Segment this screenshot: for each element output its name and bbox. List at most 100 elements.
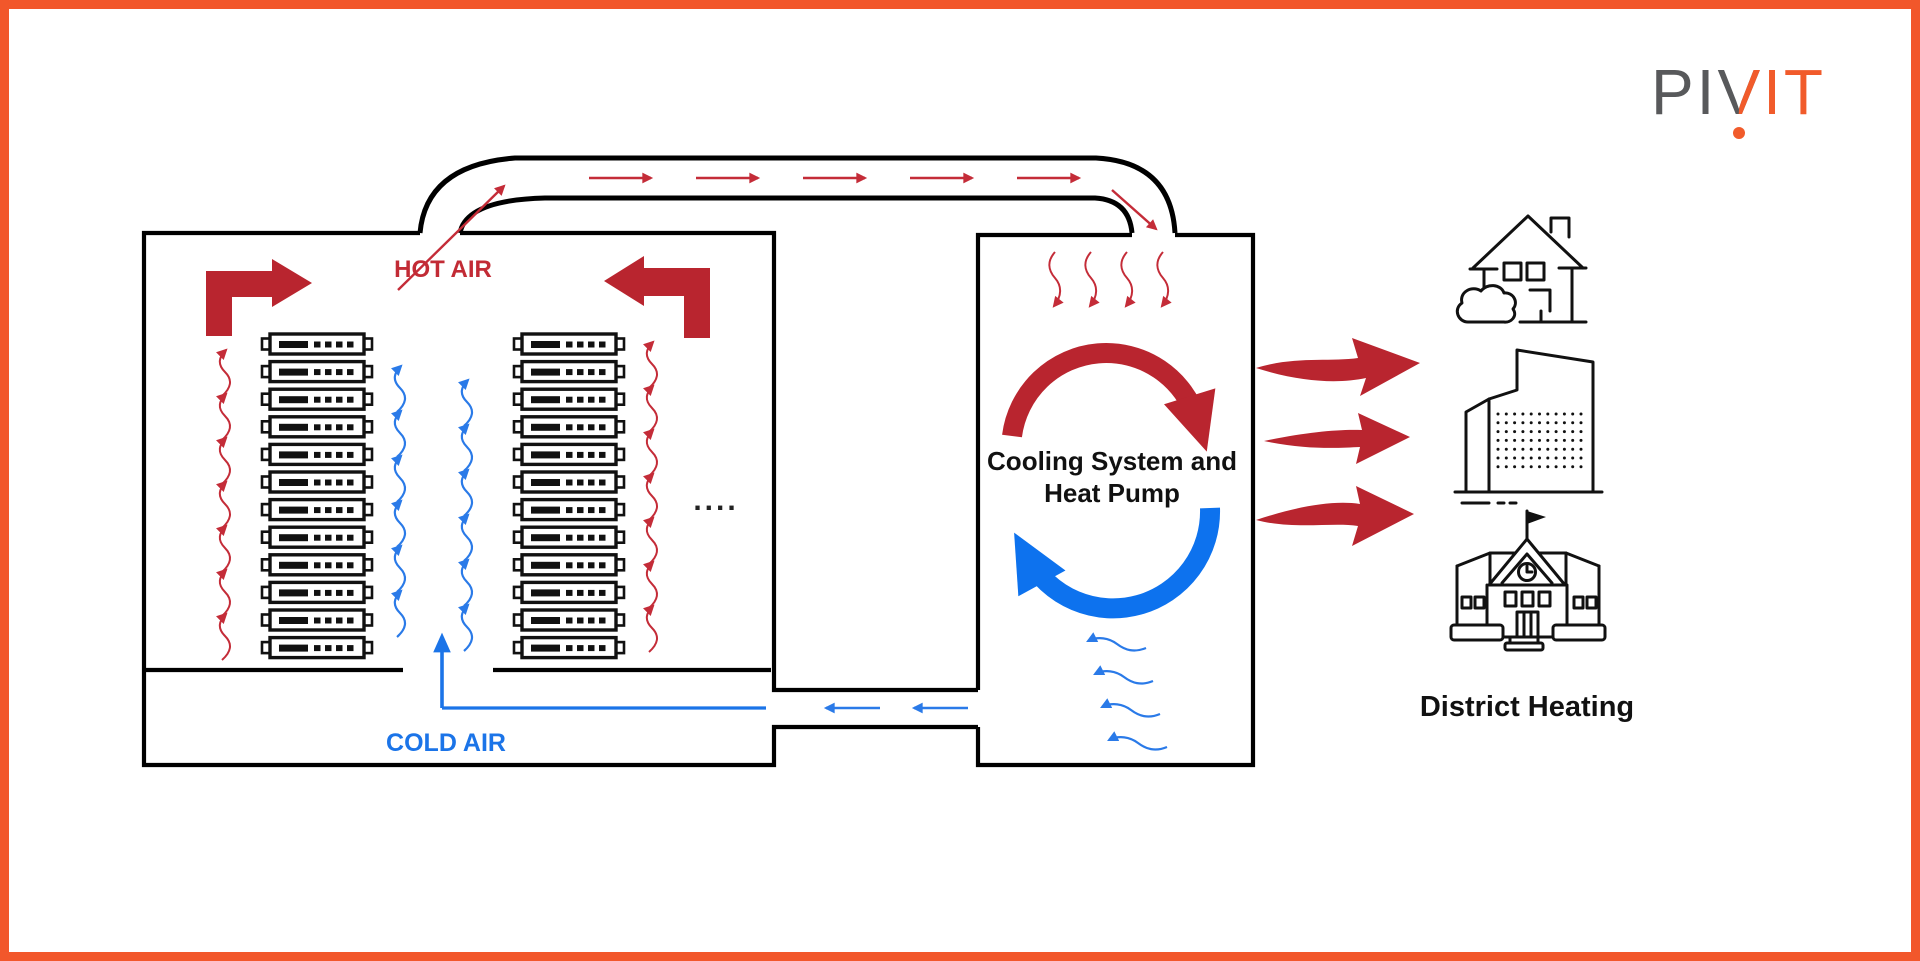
window-dot xyxy=(1496,412,1500,416)
window-dot xyxy=(1571,465,1575,469)
window-dot xyxy=(1521,430,1525,434)
window-dot xyxy=(1579,438,1583,442)
pipe-inner-wall xyxy=(457,195,1135,234)
hot-air-wisp xyxy=(220,482,230,528)
window-dot xyxy=(1571,456,1575,460)
window-dot xyxy=(1562,438,1566,442)
window-dot xyxy=(1562,465,1566,469)
cold-air-wisp xyxy=(395,501,405,547)
supply-arrow-bottom-icon xyxy=(1256,486,1414,546)
hot-air-label: HOT AIR xyxy=(394,256,492,283)
window-dot xyxy=(1513,430,1517,434)
hot-air-wisp xyxy=(647,518,657,564)
window-dot xyxy=(1513,412,1517,416)
office-buildings-icon xyxy=(1453,348,1604,505)
cold-air-wisp xyxy=(462,425,472,471)
server-room xyxy=(141,230,978,768)
window-dot xyxy=(1538,438,1541,442)
window-dot xyxy=(1529,447,1533,451)
server-rack xyxy=(260,608,374,632)
hot-air-wisp xyxy=(647,342,657,388)
window-dot xyxy=(1554,438,1558,442)
cooling-unit: Cooling System and Heat Pump xyxy=(975,232,1256,768)
logo-dot-icon xyxy=(1732,127,1745,139)
window-dot xyxy=(1529,438,1533,442)
server-rack xyxy=(512,387,626,411)
server-rack xyxy=(512,608,626,632)
hot-air-arrow-left-icon xyxy=(206,259,312,336)
server-rack xyxy=(512,580,626,605)
server-rack xyxy=(512,332,626,356)
hot-air-arrow-right-icon xyxy=(604,256,710,338)
server-rack xyxy=(512,525,626,549)
logo-text-orange: IT xyxy=(1763,56,1826,128)
window-dot xyxy=(1554,447,1558,451)
window-dot xyxy=(1546,430,1550,434)
server-rack xyxy=(260,470,374,494)
hot-air-pipe xyxy=(397,155,1178,291)
hot-air-wisp xyxy=(220,570,230,616)
cold-return-wisp xyxy=(1102,704,1160,716)
pipe-exit-arrow xyxy=(1111,189,1158,231)
hot-intake-wisp xyxy=(1085,252,1096,306)
server-room-wall-left xyxy=(141,230,978,768)
window-dot xyxy=(1529,430,1533,434)
server-rack xyxy=(512,497,626,522)
server-rack xyxy=(260,497,374,522)
window-dot xyxy=(1562,421,1566,425)
window-dot xyxy=(1504,430,1508,434)
window-dot xyxy=(1529,456,1533,460)
server-rack xyxy=(512,635,626,660)
cold-air-wisp xyxy=(462,380,472,426)
window-dot xyxy=(1521,447,1525,451)
cold-air-wisp xyxy=(395,456,405,502)
window-dot xyxy=(1521,421,1525,425)
hot-air-wisp xyxy=(647,430,657,476)
district-supply-arrows xyxy=(1256,338,1420,546)
cold-return-wisp xyxy=(1095,671,1153,683)
window-dot xyxy=(1571,438,1575,442)
window-dot xyxy=(1554,456,1558,460)
window-dot xyxy=(1562,456,1566,460)
server-rack xyxy=(512,415,626,439)
cold-air-zone: COLD AIR xyxy=(386,632,968,757)
house-icon xyxy=(1455,214,1588,324)
window-dot xyxy=(1496,456,1500,460)
pipe-outer-wall xyxy=(417,155,1178,234)
cold-return-wisps xyxy=(1088,638,1167,749)
window-dot xyxy=(1554,430,1558,434)
window-dot xyxy=(1562,412,1566,416)
window-dot xyxy=(1513,447,1517,451)
window-dot xyxy=(1496,421,1500,425)
window-dot xyxy=(1538,430,1541,434)
window-dot xyxy=(1579,412,1583,416)
window-dot xyxy=(1579,447,1583,451)
server-rack xyxy=(512,442,626,467)
window-dot xyxy=(1579,465,1583,469)
window-dot xyxy=(1521,412,1525,416)
supply-arrow-top-icon xyxy=(1256,338,1420,396)
window-dot xyxy=(1562,447,1566,451)
server-rack xyxy=(260,359,374,384)
window-dot xyxy=(1538,412,1541,416)
cold-air-label: COLD AIR xyxy=(386,729,506,757)
cold-return-wisp xyxy=(1088,638,1146,650)
window-dot xyxy=(1554,421,1558,425)
window-dot xyxy=(1546,412,1550,416)
cold-air-wisp xyxy=(462,605,472,651)
window-dot xyxy=(1529,465,1533,469)
cooling-label-line2: Heat Pump xyxy=(1044,478,1180,508)
window-dot xyxy=(1513,438,1517,442)
cold-air-wisp xyxy=(395,546,405,592)
server-rack xyxy=(512,359,626,384)
window-dot xyxy=(1538,456,1541,460)
window-dot xyxy=(1571,412,1575,416)
server-room-wall-right xyxy=(460,230,978,693)
window-dot xyxy=(1554,465,1558,469)
hot-intake-wisps xyxy=(1049,252,1168,306)
window-dot xyxy=(1521,465,1525,469)
